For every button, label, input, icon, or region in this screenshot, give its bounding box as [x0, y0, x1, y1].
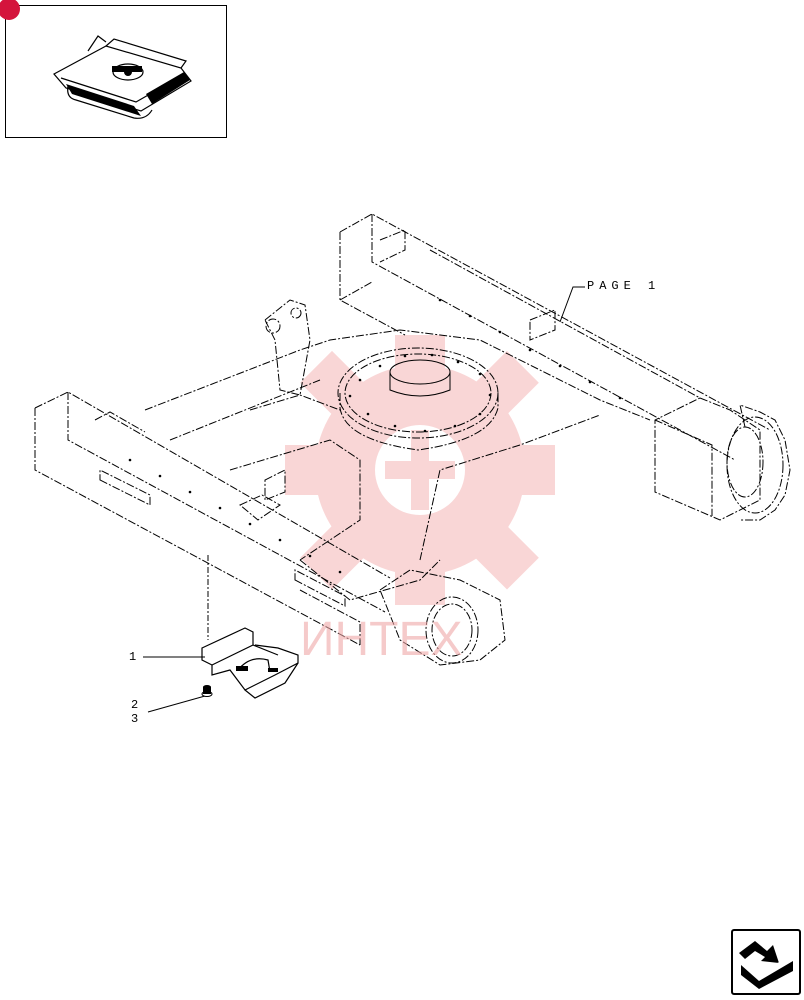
callout-item-1[interactable]: 1	[129, 650, 137, 664]
undercarriage-thumbnail-icon	[53, 35, 192, 119]
callout-item-2[interactable]: 2	[131, 698, 139, 712]
red-dot-icon	[0, 0, 20, 20]
watermark-gear-icon	[285, 335, 555, 605]
page-reference-label[interactable]: PAGE 1	[587, 279, 661, 293]
watermark-text: ИНТЕХ	[300, 613, 463, 666]
arrow-bend-icon	[739, 941, 793, 989]
callout-item-3[interactable]: 3	[131, 712, 139, 726]
next-page-button[interactable]	[731, 929, 801, 995]
track-guard-bracket	[201, 627, 299, 699]
bolt-and-washer	[201, 685, 213, 697]
bolt-holes	[128, 298, 622, 574]
overview-thumbnail[interactable]	[0, 0, 227, 138]
